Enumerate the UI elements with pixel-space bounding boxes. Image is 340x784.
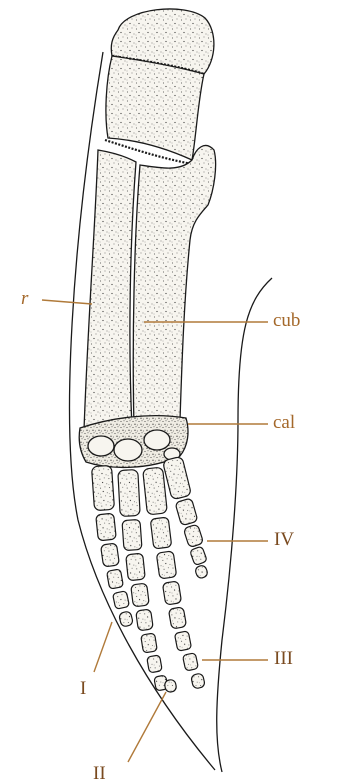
label-I: I: [80, 679, 86, 698]
leader-II: [128, 692, 166, 762]
cubitus-bone: [133, 145, 215, 428]
label-r: r: [21, 289, 28, 308]
label-III: III: [274, 649, 293, 668]
leader-r: [42, 300, 92, 304]
label-cal: cal: [273, 413, 295, 432]
label-II: II: [93, 764, 106, 783]
radius-bone: [84, 150, 136, 430]
label-IV: IV: [274, 530, 294, 549]
label-cub: cub: [273, 311, 300, 330]
humerus: [106, 9, 214, 160]
leader-I: [94, 622, 112, 672]
